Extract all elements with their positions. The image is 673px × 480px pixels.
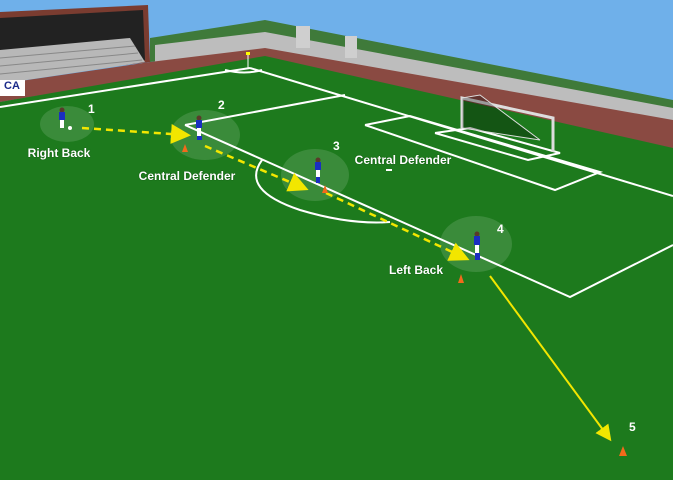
- pass-2-3: [204, 144, 309, 192]
- player-number-1: 1: [88, 102, 95, 116]
- pass-arrows: [81, 124, 612, 442]
- cone-icon: [458, 274, 464, 283]
- zone-3: [281, 149, 349, 201]
- label-left-back: Left Back: [388, 263, 444, 277]
- player-1-icon: [59, 107, 72, 130]
- zone-2: [170, 110, 240, 160]
- cones: [182, 144, 627, 456]
- label-central-defender-right: Central Defender: [354, 153, 452, 167]
- pass-1-2: [81, 124, 191, 144]
- cone-icon: [322, 185, 328, 193]
- player-2-icon: [196, 115, 202, 140]
- pitch: [0, 56, 673, 480]
- player-number-4: 4: [497, 222, 504, 236]
- banner-text: CA: [4, 80, 20, 92]
- player-number-3: 3: [333, 139, 340, 153]
- player-number-5: 5: [629, 420, 636, 434]
- pass-3-4: [325, 191, 470, 261]
- flag-icon: [246, 52, 250, 55]
- grandstand: [0, 5, 150, 84]
- cone-icon: [619, 446, 627, 456]
- goal: [460, 94, 555, 152]
- label-central-defender-left: Central Defender: [138, 169, 236, 183]
- label-right-back: Right Back: [27, 146, 91, 160]
- players: [59, 107, 480, 260]
- player-3-icon: [315, 157, 321, 183]
- pitch-markings: [0, 67, 673, 299]
- player-number-2: 2: [218, 98, 225, 112]
- run-4-5: [489, 275, 612, 442]
- zone-1: [40, 106, 94, 142]
- cone-icon: [182, 144, 188, 152]
- advertising-banner: [0, 80, 25, 96]
- player-4-icon: [474, 231, 480, 260]
